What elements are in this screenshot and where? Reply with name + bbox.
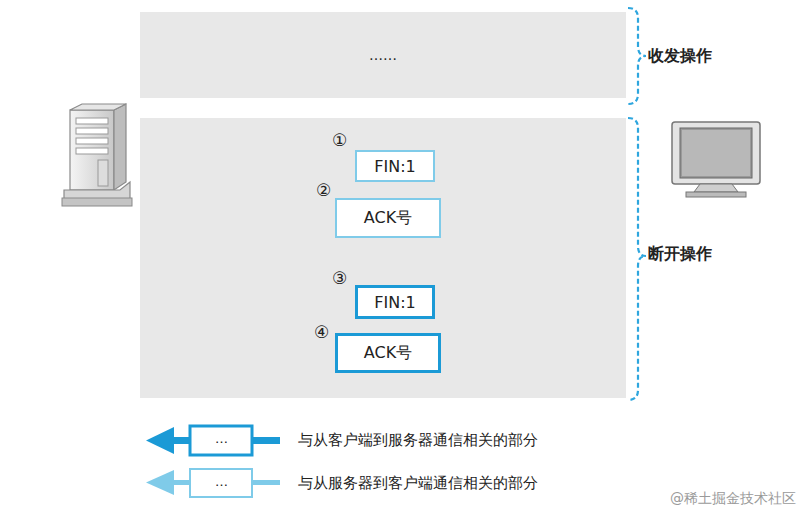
- watermark: @稀土掘金技术社区: [670, 490, 796, 508]
- message-label: ACK号: [364, 208, 412, 229]
- callout-number: ①: [332, 130, 347, 150]
- message-box: FIN:1: [355, 285, 435, 319]
- legend-sample: [146, 426, 280, 497]
- bracket-label: 收发操作: [648, 46, 712, 67]
- legend-text: 与从服务器到客户端通信相关的部分: [298, 474, 538, 493]
- bracket-label: 断开操作: [648, 244, 712, 265]
- legend-text: 与从客户端到服务器通信相关的部分: [298, 431, 538, 450]
- callout-number: ②: [316, 180, 331, 200]
- message-label: FIN:1: [374, 157, 415, 176]
- message-label: ACK号: [364, 343, 412, 364]
- message-box: ACK号: [335, 333, 441, 373]
- legend-box-text: …: [215, 431, 228, 446]
- region-band: 断开操作FIN:1ACK号FIN:1ACK号: [140, 118, 626, 398]
- bracket: [628, 8, 646, 400]
- message-box: ACK号: [335, 198, 441, 238]
- ellipsis-text: ……: [369, 47, 397, 63]
- region-band: ……收发操作: [140, 12, 626, 98]
- legend-box-text: …: [215, 474, 228, 489]
- callout-number: ③: [332, 268, 347, 288]
- server-icon: [62, 104, 132, 206]
- message-label: FIN:1: [374, 293, 415, 312]
- callout-number: ④: [314, 322, 329, 342]
- client-icon: [672, 122, 760, 197]
- message-box: FIN:1: [355, 150, 435, 182]
